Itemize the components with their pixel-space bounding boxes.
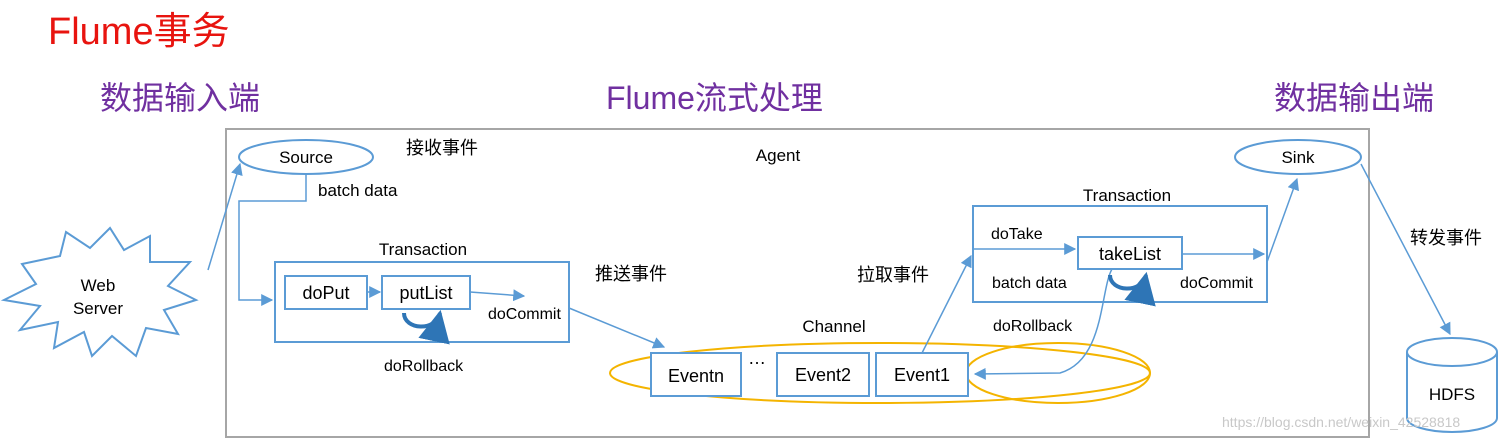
rollback-to-event1-arrow xyxy=(973,268,1113,380)
event1-label: Event1 xyxy=(894,365,950,385)
take-loop-icon xyxy=(1108,271,1156,307)
take-do-commit-label: doCommit xyxy=(1180,275,1253,292)
source-label: Source xyxy=(279,148,333,167)
do-take-label: doTake xyxy=(991,226,1043,243)
receive-event-label: 接收事件 xyxy=(406,138,478,158)
take-list-label: takeList xyxy=(1099,244,1161,264)
sink-ellipse xyxy=(1234,139,1362,175)
agent-frame xyxy=(225,128,1370,438)
process-section-title: Flume流式处理 xyxy=(606,80,823,116)
agent-label: Agent xyxy=(756,146,801,165)
source-to-doput-arrow xyxy=(238,175,307,306)
web-server-shape xyxy=(0,226,199,358)
event2-label: Event2 xyxy=(795,365,851,385)
sink-to-hdfs-arrow xyxy=(1360,163,1451,336)
output-section-title: 数据输出端 xyxy=(1274,80,1435,116)
batch-data-label: batch data xyxy=(318,181,398,200)
watermark: https://blog.csdn.net/weixin_42528818 xyxy=(1222,414,1461,430)
input-section-title: 数据输入端 xyxy=(100,80,261,116)
do-put-box xyxy=(284,275,368,310)
put-tx-title: Transaction xyxy=(379,240,467,259)
forward-event-label: 转发事件 xyxy=(1410,228,1482,248)
put-do-rollback-label: doRollback xyxy=(384,358,464,375)
web-server-line2: Server xyxy=(73,299,123,318)
putlist-to-commit-arrow xyxy=(469,289,526,302)
diagram-title: Flume事务 xyxy=(48,11,230,53)
channel-label: Channel xyxy=(802,317,865,336)
do-put-label: doPut xyxy=(302,283,349,303)
take-batch-data-label: batch data xyxy=(992,275,1067,292)
put-do-commit-label: doCommit xyxy=(488,306,561,323)
put-list-label: putList xyxy=(399,283,452,303)
event1-box xyxy=(875,352,969,397)
web-to-source-arrow xyxy=(207,162,243,271)
sink-label: Sink xyxy=(1281,148,1315,167)
pull-event-label: 拉取事件 xyxy=(857,265,929,285)
event-ellipsis: … xyxy=(748,348,766,368)
event2-box xyxy=(776,352,870,397)
put-loop-icon xyxy=(402,309,450,345)
put-list-box xyxy=(381,275,471,310)
take-tx-title: Transaction xyxy=(1083,186,1171,205)
hdfs-cylinder xyxy=(1406,337,1498,433)
web-server-line1: Web xyxy=(81,276,116,295)
push-event-label: 推送事件 xyxy=(595,264,667,284)
take-list-box xyxy=(1077,236,1183,270)
put-tx-to-eventn-arrow xyxy=(568,307,666,349)
source-ellipse xyxy=(238,139,374,175)
take-tx-to-sink-arrow xyxy=(1266,177,1299,263)
take-do-rollback-label: doRollback xyxy=(993,318,1073,335)
hdfs-label: HDFS xyxy=(1429,385,1475,404)
event1-to-take-tx-arrow xyxy=(921,254,972,354)
eventn-label: Eventn xyxy=(668,366,724,386)
eventn-box xyxy=(650,352,742,397)
